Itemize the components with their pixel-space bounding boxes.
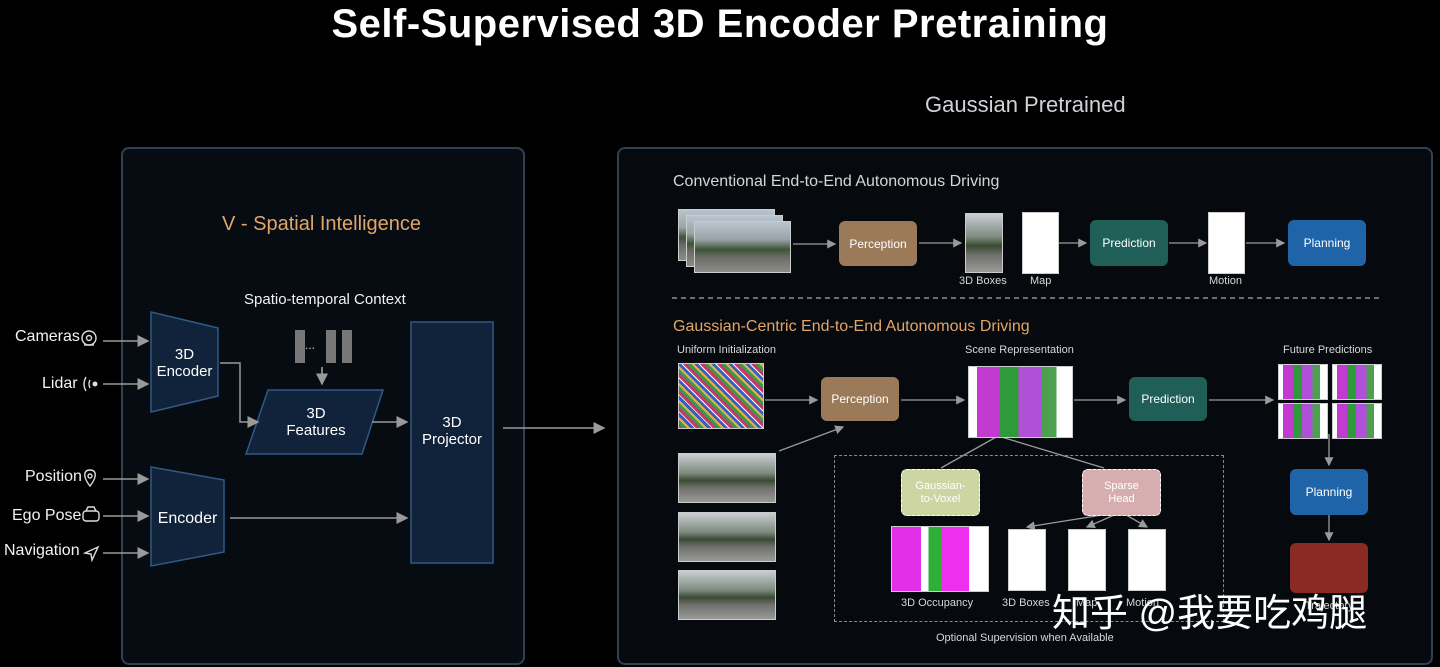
- input-label-lidar: Lidar: [42, 375, 78, 392]
- motion-thumbnail: [1208, 212, 1245, 274]
- input-label-position: Position: [25, 468, 82, 485]
- gaussian-to-voxel-box: Gaussian- to-Voxel: [901, 469, 980, 516]
- conv-motion-label: Motion: [1209, 275, 1243, 287]
- optional-supervision-box: [834, 455, 1224, 622]
- 3d-occupancy-thumbnail: [891, 526, 989, 592]
- conv-boxes-label: 3D Boxes: [959, 275, 1007, 287]
- uniform-init-label: Uniform Initialization: [677, 344, 777, 356]
- 3d-encoder-label: 3D Encoder: [156, 346, 213, 380]
- uniform-gaussians-thumbnail: [678, 363, 764, 429]
- conv-prediction-box: Prediction: [1090, 220, 1168, 266]
- 3d-projector-label: 3D Projector: [421, 414, 483, 448]
- 3d-encoder-block: [150, 311, 219, 413]
- left-diagram-graphics: [81, 311, 606, 567]
- gaussian-perception-box: Perception: [821, 377, 899, 421]
- future-prediction-thumbnail: [1332, 403, 1382, 439]
- car-icon: [82, 506, 100, 522]
- watermark-text: 知乎 @我要吃鸡腿: [1052, 593, 1368, 635]
- gaussian-centric-heading: Gaussian-Centric End-to-End Autonomous D…: [673, 318, 1030, 335]
- 3d-features-block: [244, 389, 385, 455]
- context-dots: ...: [305, 338, 316, 352]
- future-predictions-label: Future Predictions: [1283, 344, 1373, 356]
- gaussian-motion-label: Motion: [1126, 597, 1160, 609]
- 3d-features-label: 3D Features: [286, 405, 346, 439]
- occupancy-label: 3D Occupancy: [901, 597, 974, 609]
- trajectory-thumbnail: [1290, 543, 1368, 593]
- future-prediction-thumbnail: [1332, 364, 1382, 400]
- camera-frame-thumbnail: [678, 453, 776, 503]
- context-bar: [326, 330, 336, 363]
- camera-image-stack: [694, 221, 791, 273]
- optional-supervision-label: Optional Supervision when Available: [936, 632, 1114, 644]
- conventional-heading: Conventional End-to-End Autonomous Drivi…: [673, 173, 1000, 190]
- spatial-intelligence-heading: V - Spatial Intelligence: [222, 213, 422, 235]
- scene-representation-thumbnail: [968, 366, 1073, 438]
- lidar-icon: [83, 376, 98, 392]
- input-label-ego-pose: Ego Pose: [12, 507, 82, 524]
- future-prediction-thumbnail: [1278, 364, 1328, 400]
- context-bar: [295, 330, 305, 363]
- gaussian-map-label: Map: [1076, 597, 1098, 609]
- camera-icon: [81, 330, 97, 346]
- camera-frame-thumbnail: [678, 570, 776, 620]
- gaussian-motion-thumbnail: [1128, 529, 1166, 591]
- encoder-block: [150, 466, 225, 567]
- gaussian-pretrained-label: Gaussian Pretrained: [925, 92, 1126, 117]
- gaussian-map-thumbnail: [1068, 529, 1106, 591]
- input-label-cameras: Cameras: [15, 328, 80, 345]
- navigation-arrow-icon: [82, 545, 100, 563]
- context-bar: [342, 330, 352, 363]
- future-prediction-thumbnail: [1278, 403, 1328, 439]
- conv-map-label: Map: [1030, 275, 1052, 287]
- page-title: Self-Supervised 3D Encoder Pretraining: [331, 2, 1109, 46]
- camera-frame-thumbnail: [678, 512, 776, 562]
- 3d-boxes-thumbnail: [965, 213, 1003, 273]
- spatio-temporal-context-label: Spatio-temporal Context: [244, 291, 406, 308]
- 3d-projector-block: [410, 321, 494, 564]
- conv-perception-box: Perception: [839, 221, 917, 266]
- gaussian-prediction-box: Prediction: [1129, 377, 1207, 421]
- conv-planning-box: Planning: [1288, 220, 1366, 266]
- input-label-navigation: Navigation: [4, 542, 80, 559]
- map-thumbnail: [1022, 212, 1059, 274]
- gaussian-boxes-label: 3D Boxes: [1002, 597, 1050, 609]
- sparse-head-box: Sparse Head: [1082, 469, 1161, 516]
- gaussian-planning-box: Planning: [1290, 469, 1368, 515]
- trajectory-label: Trajectory: [1305, 600, 1354, 612]
- location-pin-icon: [84, 469, 96, 488]
- encoder-label: Encoder: [157, 510, 218, 527]
- gaussian-boxes-thumbnail: [1008, 529, 1046, 591]
- scene-representation-label: Scene Representation: [965, 344, 1074, 356]
